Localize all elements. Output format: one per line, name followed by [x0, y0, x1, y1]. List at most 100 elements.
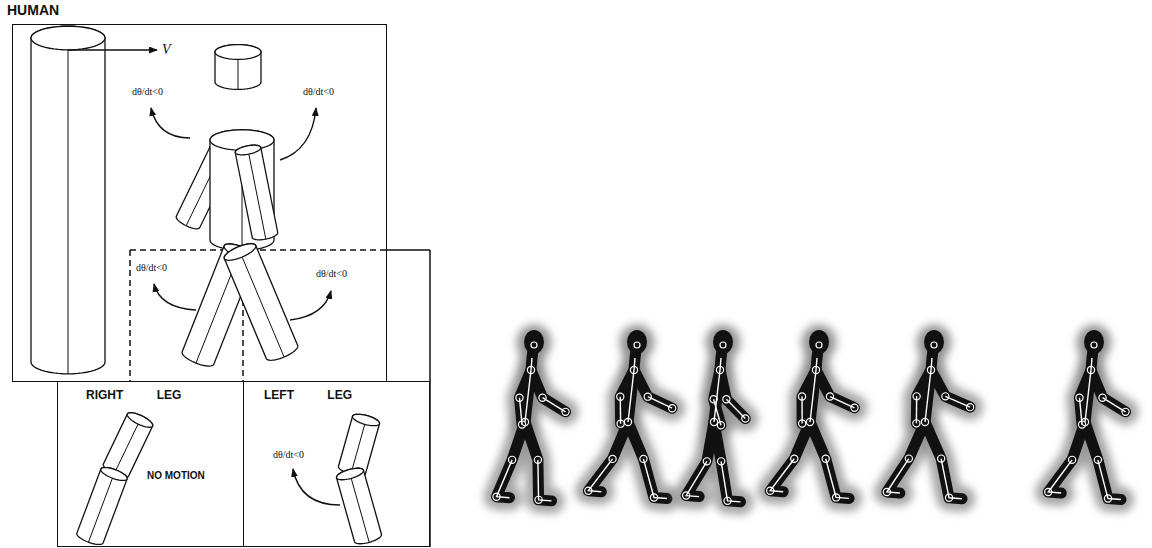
halo-stroke: [1048, 422, 1085, 493]
dashed-line: [129, 250, 131, 381]
joint-marker: [833, 494, 840, 501]
axis-line: [88, 478, 112, 542]
leg-box: LEFT LEGdθ/dt<0: [243, 381, 430, 547]
body-stroke: [916, 370, 931, 423]
cylinder-top: [336, 468, 363, 479]
joint-marker: [1094, 456, 1101, 463]
joint-marker: [493, 493, 500, 500]
skeleton-line: [643, 459, 667, 499]
joint-marker: [1078, 421, 1085, 428]
rotation-arrow: [154, 284, 196, 310]
halo-stroke: [634, 370, 672, 408]
joint-marker: [822, 455, 829, 462]
axis-line: [351, 424, 365, 474]
state-note: NO MOTION: [147, 470, 205, 481]
joint-marker: [799, 420, 806, 427]
cylinder-top: [101, 468, 127, 481]
joint-marker: [539, 394, 546, 401]
joint-marker: [966, 404, 973, 411]
cylinder: [215, 45, 261, 90]
rotation-label: dθ/dt<0: [303, 86, 334, 97]
rotation-arrow: [293, 469, 340, 505]
cylinder-top: [31, 26, 105, 50]
velocity-label: V: [162, 42, 171, 57]
cylinder-top: [235, 145, 260, 155]
joint-marker: [1087, 366, 1094, 373]
halo-stroke: [770, 422, 810, 492]
body-stroke: [770, 422, 810, 492]
walking-figure: [883, 324, 973, 501]
joint-marker: [617, 393, 624, 400]
body-stroke: [620, 370, 634, 424]
body-stroke: [816, 370, 855, 408]
cylinder-model: [31, 26, 382, 544]
halo-stroke: [497, 422, 525, 498]
joint-marker: [724, 497, 731, 504]
joint-marker: [938, 455, 945, 462]
joint-marker: [710, 396, 717, 403]
axis-line: [242, 257, 284, 357]
figure-head: [809, 330, 829, 354]
joint-marker: [1099, 394, 1106, 401]
body-stroke: [720, 370, 745, 419]
joint-marker: [798, 393, 805, 400]
joint-marker: [742, 415, 749, 422]
joint-marker: [806, 418, 813, 425]
joint-marker: [518, 421, 525, 428]
rotation-label: dθ/dt<0: [316, 268, 347, 279]
figure-halo: [686, 324, 745, 502]
joint-marker: [710, 418, 717, 425]
joint-marker: [1122, 408, 1129, 415]
cylinder: [31, 26, 105, 374]
halo-stroke: [1091, 370, 1126, 412]
joint-marker: [1045, 488, 1052, 495]
joint-marker: [905, 455, 912, 462]
cylinder-body: [224, 244, 298, 361]
walking-figure: [767, 324, 859, 501]
cylinder: [77, 468, 127, 545]
joint-marker: [669, 405, 676, 412]
joint-marker: [562, 408, 569, 415]
joint-marker: [717, 422, 724, 429]
figure-halo: [497, 324, 566, 501]
cylinder-body: [338, 414, 379, 475]
joint-marker: [640, 455, 647, 462]
skeleton-line: [497, 460, 513, 498]
figure-halo: [887, 324, 970, 499]
joint-marker: [826, 393, 833, 400]
cylinder-body: [103, 413, 153, 478]
cylinder: [338, 414, 379, 475]
cylinder-top: [352, 414, 379, 425]
joint-marker: [767, 487, 774, 494]
skeleton-line: [721, 461, 740, 501]
figure-head: [524, 330, 544, 354]
joint-marker: [644, 393, 651, 400]
axis-line: [68, 50, 69, 374]
figure-head: [627, 330, 647, 354]
figure-head: [713, 330, 733, 354]
joint-marker: [720, 342, 726, 348]
joint-marker: [531, 342, 537, 348]
joint-marker: [535, 496, 542, 503]
figure-head: [924, 330, 944, 354]
joint-marker: [812, 366, 819, 373]
body-stroke: [802, 370, 816, 424]
joint-marker: [534, 456, 541, 463]
joint-marker: [617, 420, 624, 427]
joint-marker: [1069, 456, 1076, 463]
joint-marker: [927, 366, 934, 373]
axis-line: [238, 59, 239, 89]
skeleton-line: [941, 459, 962, 499]
walking-figure: [1045, 324, 1129, 502]
body-stroke: [531, 370, 566, 412]
skeleton-line: [1098, 460, 1121, 500]
frame-line: [386, 249, 430, 251]
joint-marker: [527, 366, 534, 373]
halo-stroke: [816, 370, 855, 408]
joint-marker: [921, 418, 928, 425]
cylinder-body: [31, 26, 105, 374]
figure-halo: [588, 324, 672, 498]
halo-stroke: [686, 422, 714, 497]
